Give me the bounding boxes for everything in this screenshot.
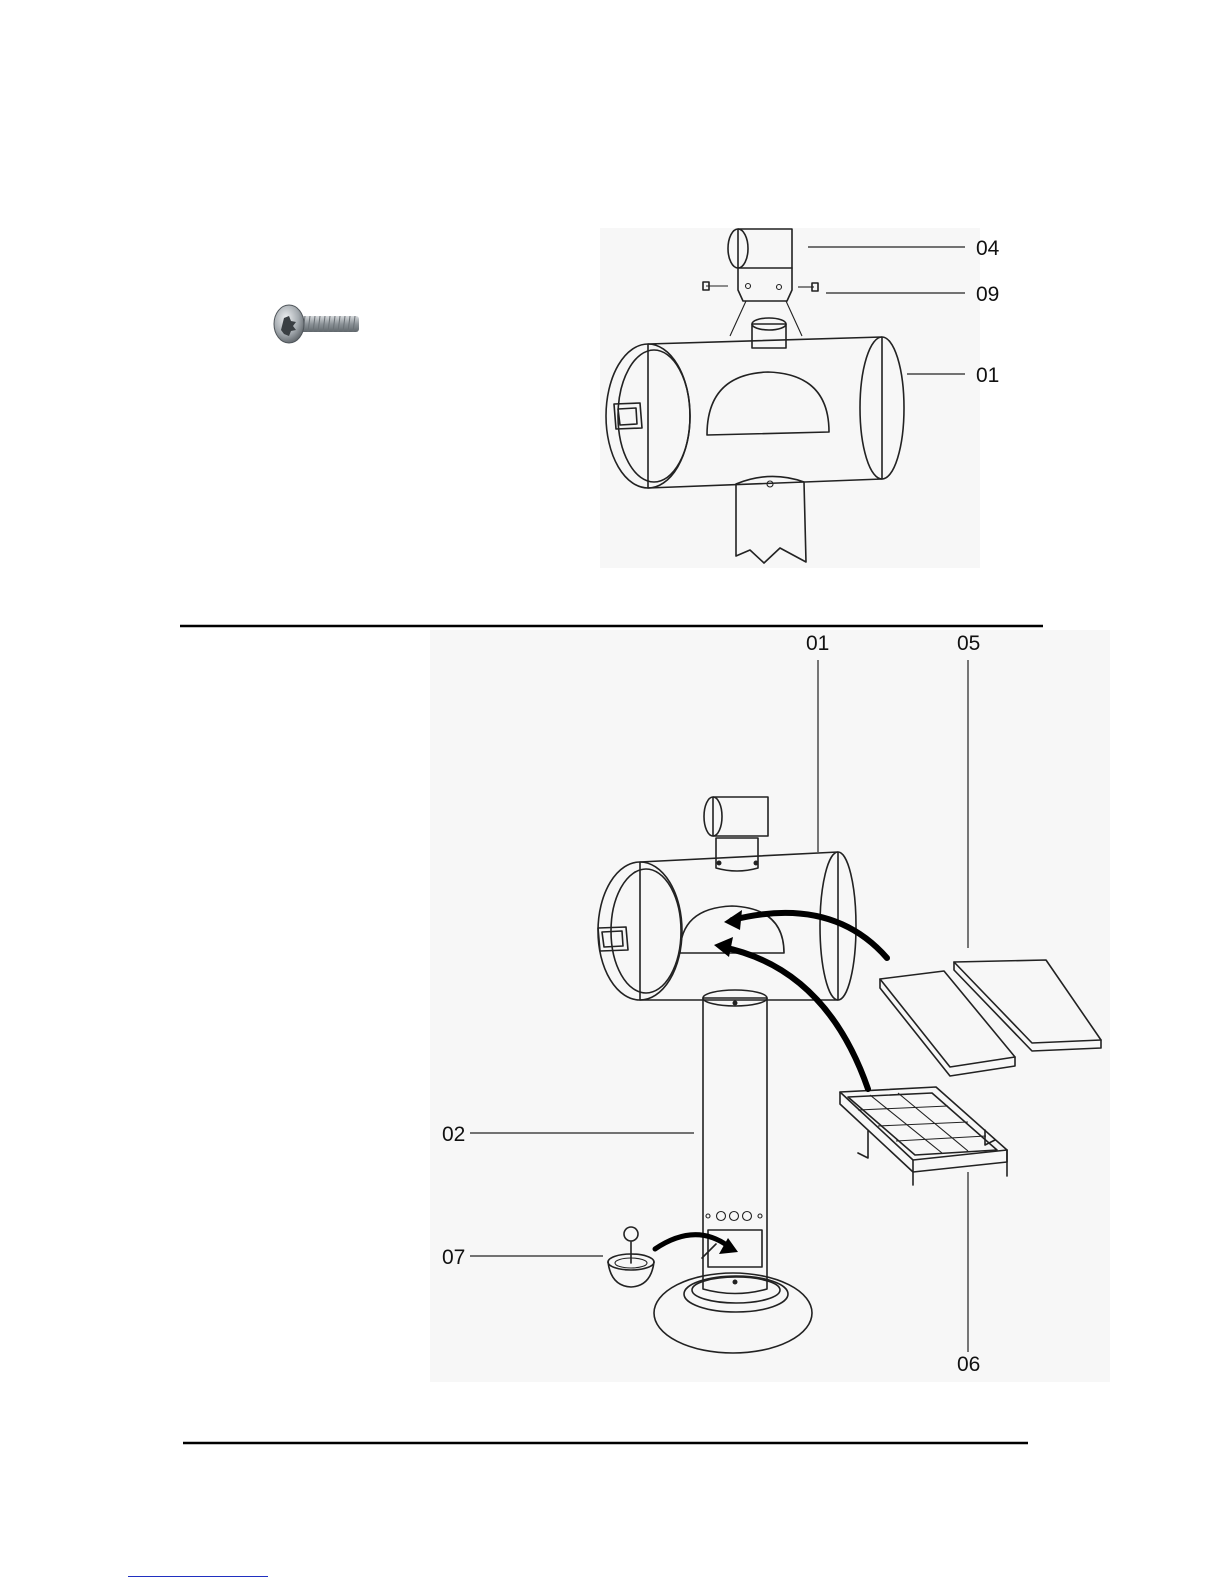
callout-02: 02 — [442, 1123, 465, 1146]
callout-04: 04 — [976, 237, 1000, 260]
footer-link-underline[interactable] — [128, 1576, 268, 1577]
top-diagram: 04 09 01 — [600, 228, 1000, 568]
callout-06: 06 — [957, 1353, 980, 1376]
callout-07: 07 — [442, 1246, 465, 1269]
callout-01: 01 — [976, 364, 999, 387]
callout-09: 09 — [976, 283, 999, 306]
callout-01: 01 — [806, 632, 829, 655]
bottom-diagram: 01 05 02 07 06 — [430, 630, 1110, 1382]
torx-screw-icon — [274, 305, 359, 343]
callout-05: 05 — [957, 632, 980, 655]
